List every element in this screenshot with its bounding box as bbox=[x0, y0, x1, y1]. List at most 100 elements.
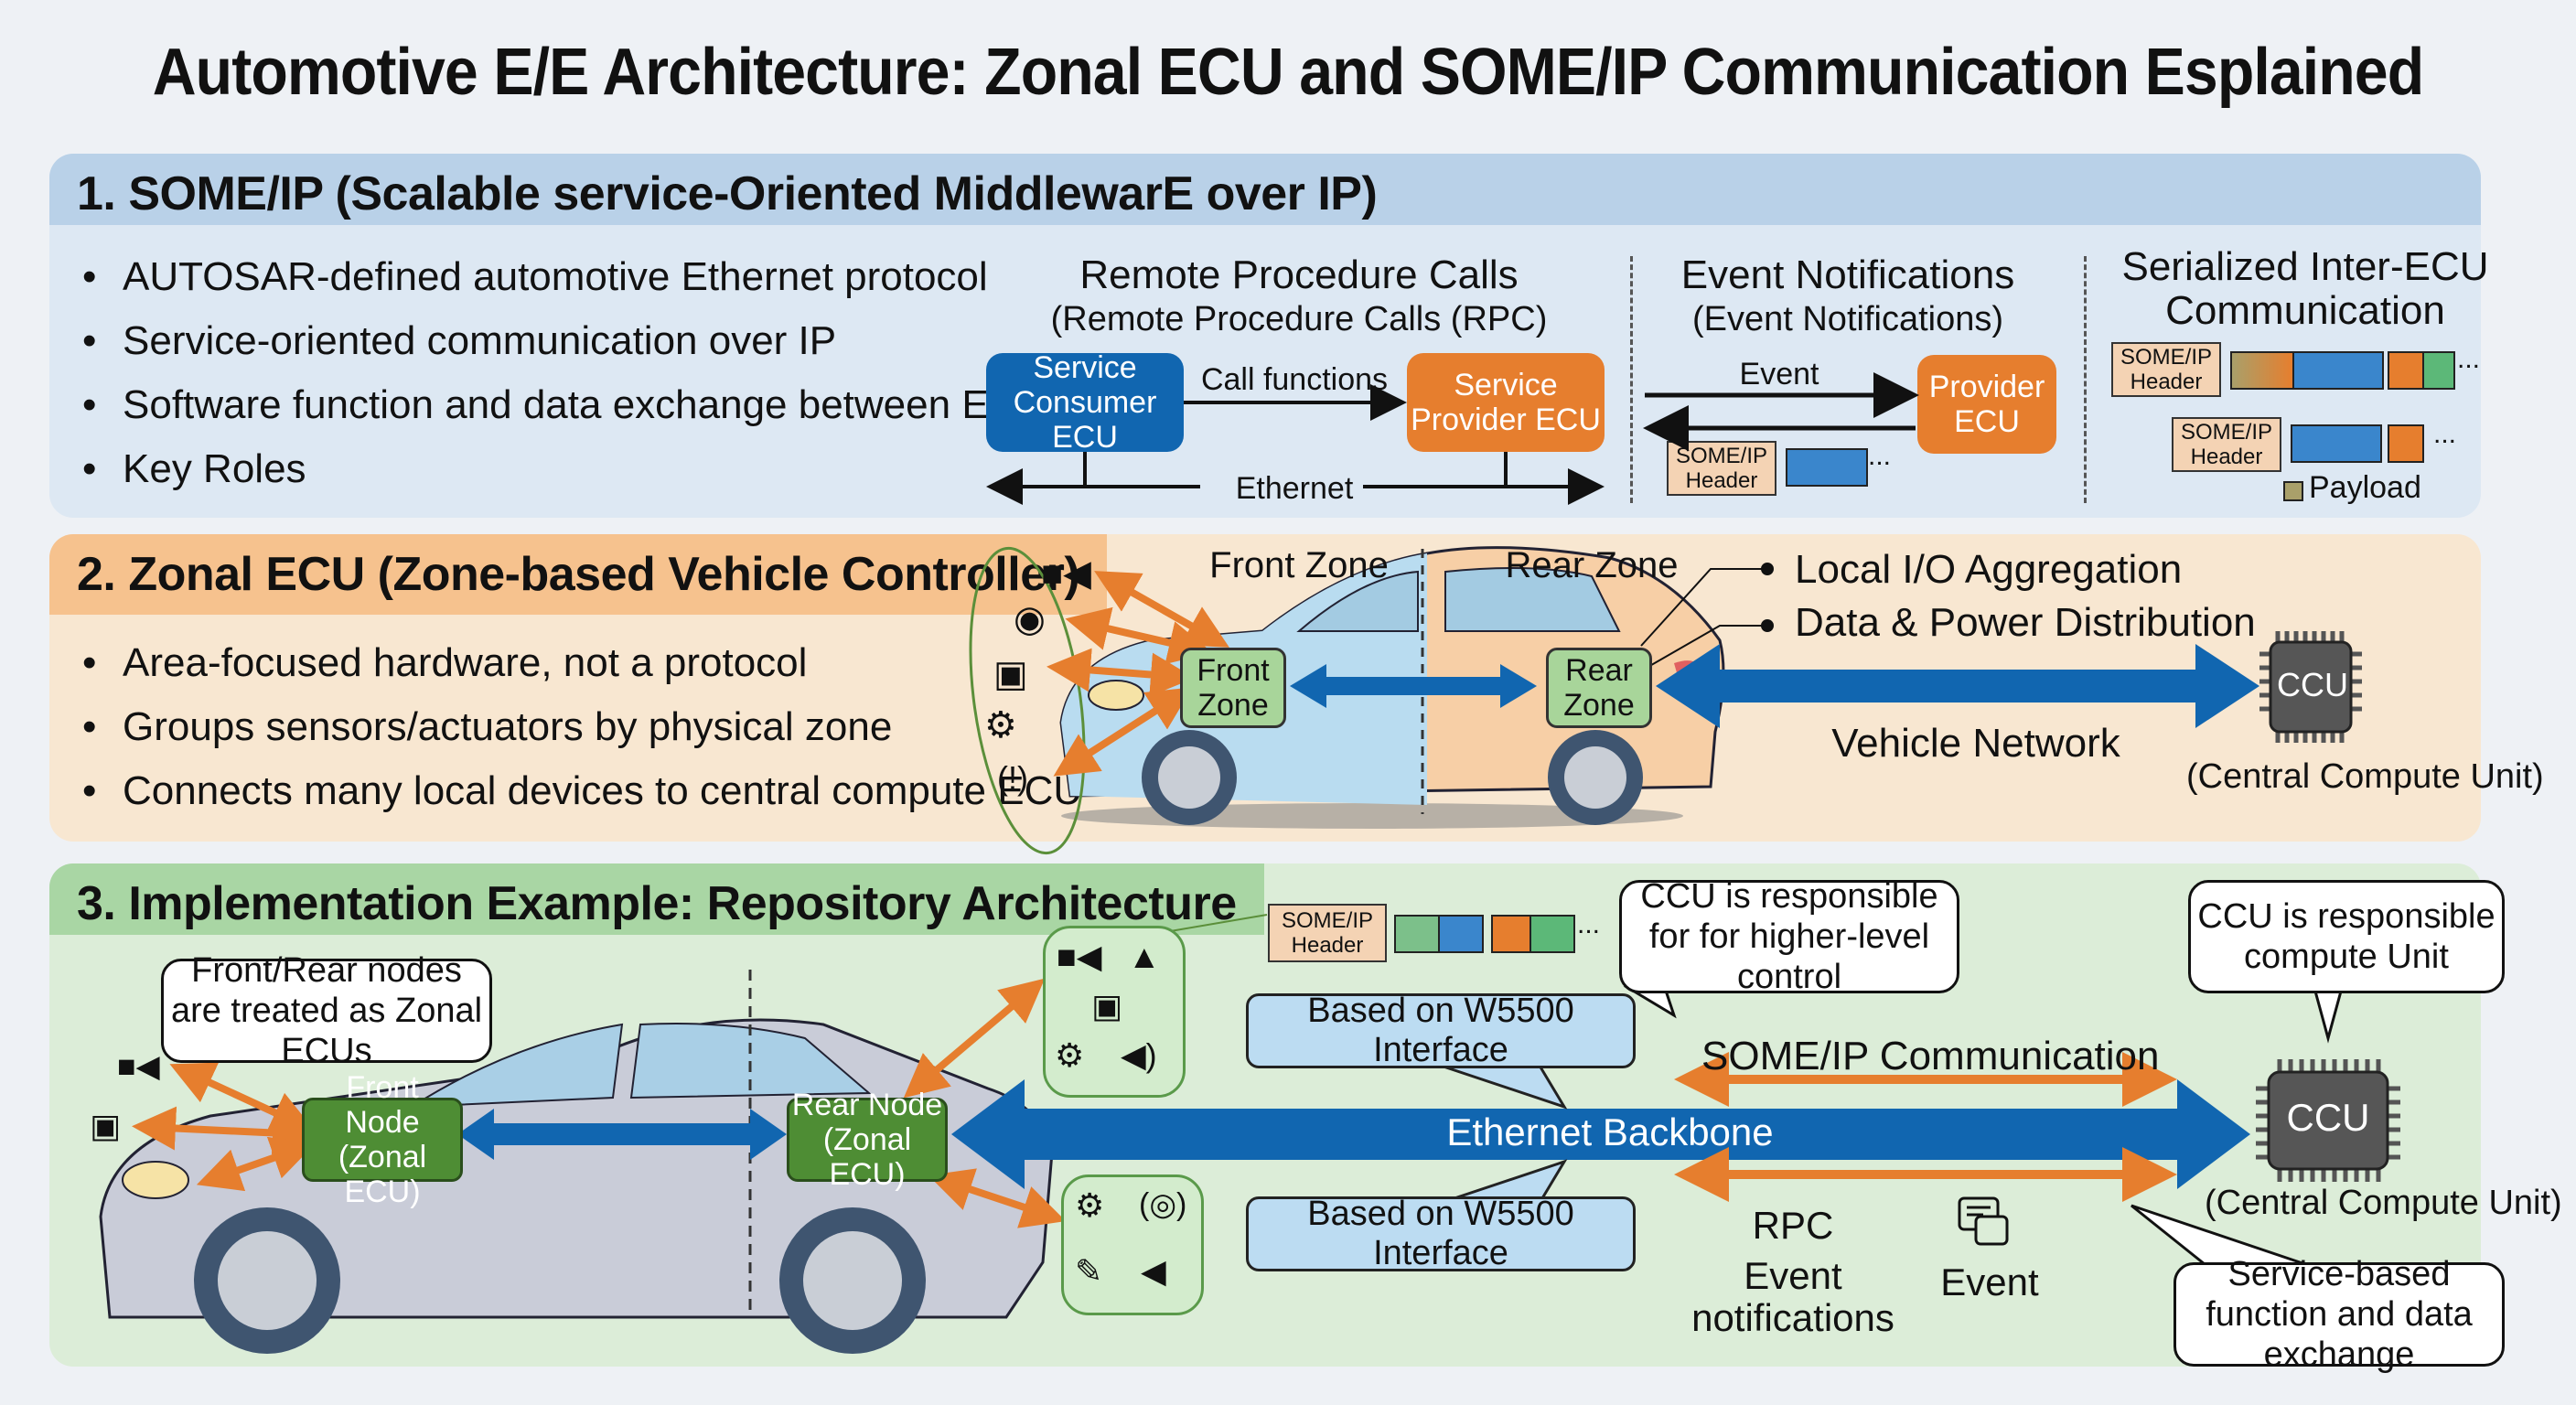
ccu-caption: (Central Compute Unit) bbox=[2186, 757, 2544, 796]
payload-segment bbox=[2230, 351, 2294, 390]
ccu-chip-implementation bbox=[2256, 1059, 2400, 1182]
rpc-title: Remote Procedure Calls bbox=[1079, 252, 1519, 297]
event-title: Event Notifications bbox=[1680, 252, 2015, 297]
event-subtitle: (Event Notifications) bbox=[1691, 300, 2003, 338]
payload-legend-label: Payload bbox=[2309, 470, 2421, 505]
someip-header: SOME/IP Header bbox=[2172, 417, 2281, 472]
bullet: Key Roles bbox=[82, 437, 1067, 501]
someip-communication-arrows bbox=[1674, 1052, 2177, 1202]
ellipsis: ... bbox=[2433, 419, 2457, 449]
car-illustration-implementation bbox=[99, 1018, 1054, 1354]
ccu-control-callout: CCU is responsible for for higher-level … bbox=[1619, 877, 1959, 996]
zonal-bullets: Area-focused hardware, not a protocol Gr… bbox=[82, 631, 1082, 823]
page-title: Automotive E/E Architecture: Zonal ECU a… bbox=[152, 36, 2424, 109]
control-module-icon: ▣ bbox=[1091, 987, 1123, 1024]
brake-icon: (◎) bbox=[1139, 1187, 1187, 1222]
ethernet-bus bbox=[986, 452, 1605, 505]
ethernet-backbone-label: Ethernet Backbone bbox=[1446, 1110, 1774, 1153]
vehicle-network-arrow bbox=[1656, 644, 2259, 728]
someip-header: SOME/IP Header bbox=[2111, 342, 2221, 397]
payload-segment bbox=[2291, 424, 2382, 463]
section-someip: 1. SOME/IP (Scalable service-Oriented Mi… bbox=[49, 154, 2481, 518]
zone-link bbox=[1290, 664, 1537, 708]
payload-segment bbox=[1438, 915, 1484, 953]
callout-tail bbox=[2313, 986, 2344, 1044]
bullet: Groups sensors/actuators by physical zon… bbox=[82, 695, 1082, 759]
section-implementation-heading: 3. Implementation Example: Repository Ar… bbox=[49, 863, 1264, 935]
event-notifications-label: Event notifications bbox=[1691, 1254, 1894, 1339]
speaker-icon: ◀) bbox=[1121, 1036, 1157, 1074]
section-someip-heading: 1. SOME/IP (Scalable service-Oriented Mi… bbox=[49, 154, 2481, 225]
event-label: Event bbox=[1940, 1260, 2039, 1303]
node-link bbox=[457, 1109, 787, 1160]
rear-zone-ecu: Rear Zone bbox=[1546, 648, 1652, 728]
bullet: AUTOSAR-defined automotive Ethernet prot… bbox=[82, 245, 1067, 309]
feature-data-power: Data & Power Distribution bbox=[1795, 600, 2256, 645]
control-module-icon: ▣ bbox=[90, 1107, 122, 1144]
control-module-icon: ▣ bbox=[993, 654, 1028, 694]
divider bbox=[2084, 256, 2087, 503]
front-node-ecu: Front Node (Zonal ECU) bbox=[302, 1070, 463, 1209]
payload-segment bbox=[1530, 915, 1575, 953]
payload-legend-swatch bbox=[2283, 481, 2303, 501]
zonal-nodes-callout: Front/Rear nodes are treated as Zonal EC… bbox=[161, 951, 492, 1070]
rear-device-group-top: ■◀ ▲ ▣ ⚙ ◀) bbox=[1043, 926, 1186, 1098]
bullet: Connects many local devices to central c… bbox=[82, 759, 1082, 823]
engine-outline-icon: ⚙ bbox=[1075, 1186, 1105, 1224]
ellipsis: ... bbox=[2457, 344, 2481, 374]
serialized-title: Serialized Inter-ECU Communication bbox=[2121, 244, 2489, 333]
ccu-label: CCU bbox=[2286, 1096, 2370, 1139]
ccu-unit-callout: CCU is responsible compute Unit bbox=[2188, 880, 2505, 993]
someip-header: SOME/IP Header bbox=[1268, 904, 1387, 962]
someip-communication-label: SOME/IP Communication bbox=[1701, 1034, 2160, 1078]
payload-segment bbox=[2292, 351, 2384, 390]
front-zone-ecu: Front Zone bbox=[1180, 648, 1286, 728]
payload-segment bbox=[1786, 448, 1868, 487]
w5500-callout-bottom: Based on W5500 Interface bbox=[1246, 1195, 1636, 1272]
ellipsis: ... bbox=[1868, 441, 1892, 471]
horn-icon: ◀ bbox=[1141, 1252, 1166, 1290]
bullet: Software function and data exchange betw… bbox=[82, 373, 1067, 437]
ethernet-label: Ethernet bbox=[1208, 471, 1381, 507]
rpc-label: RPC bbox=[1752, 1204, 1834, 1247]
rear-device-group-bottom: ⚙ (◎) ✎ ◀ bbox=[1061, 1174, 1204, 1315]
payload-segment bbox=[2388, 424, 2424, 463]
brake-warning-icon: (!) bbox=[997, 759, 1028, 797]
divider bbox=[1630, 256, 1633, 503]
rear-zone-label: Rear Zone bbox=[1505, 545, 1679, 585]
rear-node-ecu: Rear Node (Zonal ECU) bbox=[787, 1088, 948, 1192]
radar-sensor-icon: ◉ bbox=[1014, 599, 1046, 639]
front-zone-label: Front Zone bbox=[1209, 545, 1389, 585]
feature-leader-lines bbox=[1640, 563, 1774, 669]
ccu-caption: (Central Compute Unit) bbox=[2205, 1184, 2562, 1222]
camera-icon: ■◀ bbox=[1057, 938, 1102, 975]
event-arrows bbox=[1643, 372, 1919, 451]
feature-local-io: Local I/O Aggregation bbox=[1795, 547, 2183, 592]
camera-icon: ■◀ bbox=[117, 1049, 160, 1084]
call-functions-label: Call functions bbox=[1200, 362, 1389, 397]
car-illustration-zonal bbox=[1059, 546, 1725, 829]
someip-bullets: AUTOSAR-defined automotive Ethernet prot… bbox=[82, 245, 1067, 501]
section-zonal-heading: 2. Zonal ECU (Zone-based Vehicle Control… bbox=[49, 534, 1108, 615]
event-arrow-label: Event bbox=[1739, 357, 1819, 391]
ellipsis: ... bbox=[1577, 909, 1601, 939]
service-provider-ecu: Service Provider ECU bbox=[1407, 353, 1605, 452]
antenna-icon: ▲ bbox=[1128, 938, 1161, 975]
vehicle-network-label: Vehicle Network bbox=[1831, 721, 2120, 766]
ccu-label: CCU bbox=[2277, 666, 2348, 703]
engine-icon: ⚙ bbox=[984, 705, 1017, 745]
actuator-icon: ✎ bbox=[1075, 1252, 1103, 1290]
bullet: Area-focused hardware, not a protocol bbox=[82, 631, 1082, 695]
service-exchange-callout: Service-based function and data exchange bbox=[2174, 1255, 2505, 1374]
camera-icon: ■◀ bbox=[1041, 553, 1091, 594]
service-consumer-ecu: Service Consumer ECU bbox=[986, 350, 1184, 455]
payload-segment bbox=[2422, 351, 2455, 390]
ccu-chip-zonal bbox=[2259, 631, 2362, 743]
device-links-front bbox=[1046, 571, 1229, 777]
bullet: Service-oriented communication over IP bbox=[82, 309, 1067, 373]
rpc-subtitle: (Remote Procedure Calls (RPC) bbox=[1050, 300, 1548, 338]
someip-header: SOME/IP Header bbox=[1667, 441, 1776, 496]
ethernet-backbone-arrow bbox=[951, 1079, 2250, 1189]
w5500-callout-top: Based on W5500 Interface bbox=[1246, 992, 1636, 1069]
